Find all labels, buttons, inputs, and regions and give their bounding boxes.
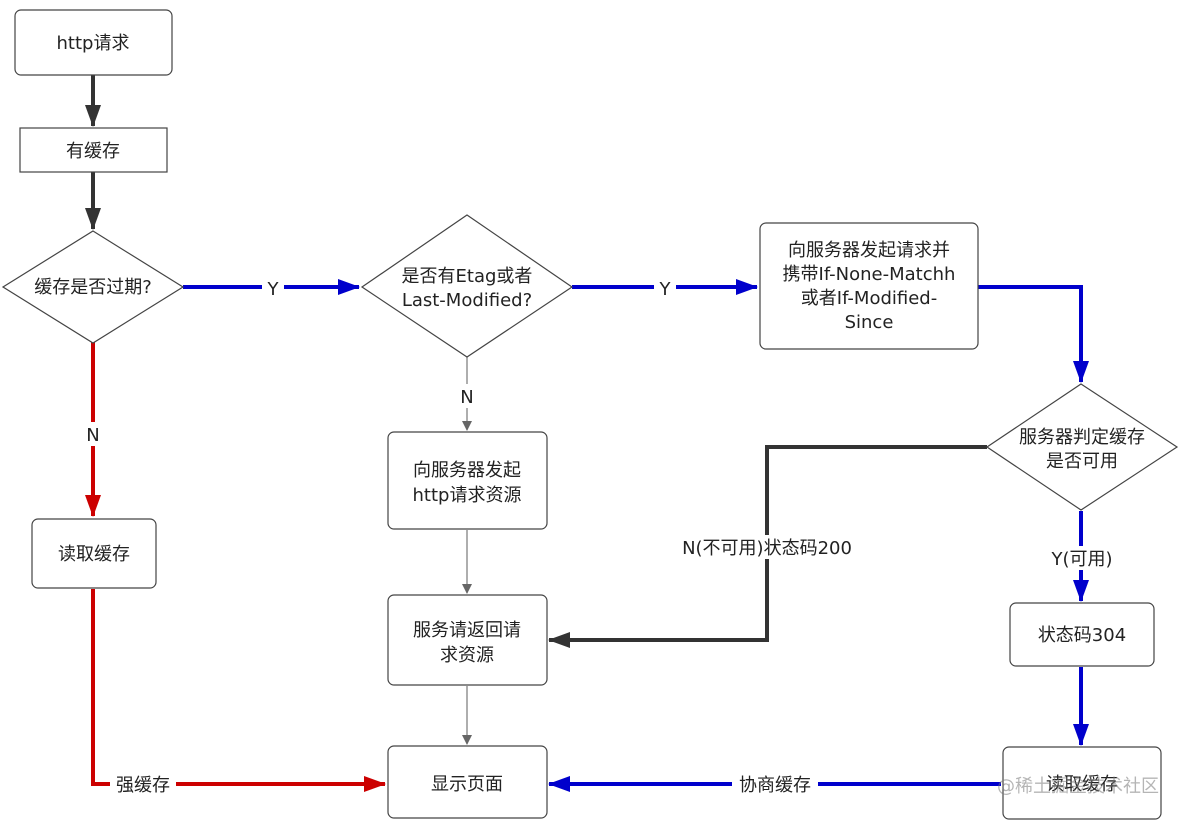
- label-expired-no: N: [86, 425, 99, 446]
- node-http-request-label: http请求: [57, 33, 130, 54]
- node-server-return-line2: 求资源: [440, 645, 494, 666]
- edge-headers-to-judge: [978, 285, 1089, 383]
- label-negotiated-cache: 协商缓存: [739, 775, 811, 796]
- label-etag-yes: Y: [659, 279, 672, 300]
- node-request-resource-line1: 向服务器发起: [413, 460, 521, 481]
- label-etag-no: N: [460, 387, 473, 408]
- node-has-etag-line2: Last-Modified?: [402, 290, 532, 311]
- node-request-with-headers-line1: 向服务器发起请求并: [788, 240, 950, 261]
- node-http-request: http请求: [14, 9, 173, 76]
- node-read-cache-right-label: 读取缓存: [1046, 774, 1118, 795]
- node-server-judge-line2: 是否可用: [1046, 451, 1118, 472]
- label-strong-cache: 强缓存: [116, 775, 170, 796]
- node-server-return-line1: 服务请返回请: [413, 620, 521, 641]
- nodes: http请求 有缓存 缓存是否过期? 是否有Etag或者 Last-Modifi…: [1, 9, 1179, 820]
- node-request-with-headers-line3: 或者If-Modified-: [801, 288, 937, 309]
- node-cache-expired: 缓存是否过期?: [1, 230, 185, 344]
- node-request-with-headers-line4: Since: [845, 312, 894, 333]
- node-read-cache-right: 读取缓存: [1002, 746, 1162, 820]
- node-server-return: 服务请返回请 求资源: [387, 594, 548, 686]
- node-server-judge: 服务器判定缓存 是否可用: [985, 383, 1179, 511]
- edges: [85, 75, 1089, 792]
- node-has-cache: 有缓存: [19, 127, 168, 173]
- node-read-cache-left: 读取缓存: [31, 518, 157, 589]
- node-status-304: 状态码304: [1009, 602, 1155, 667]
- node-request-with-headers: 向服务器发起请求并 携带If-None-Matchh 或者If-Modified…: [759, 222, 979, 350]
- node-server-judge-line1: 服务器判定缓存: [1019, 427, 1145, 448]
- node-has-cache-label: 有缓存: [66, 141, 120, 162]
- label-expired-yes: Y: [267, 279, 280, 300]
- edge-labels: Y Y N N N(不可用)状态码200 Y(可用) 强缓存 协商缓存: [82, 276, 1120, 796]
- node-request-with-headers-line2: 携带If-None-Matchh: [783, 264, 956, 285]
- node-has-etag: 是否有Etag或者 Last-Modified?: [360, 214, 574, 358]
- label-usable: Y(可用): [1050, 549, 1112, 570]
- node-has-etag-line1: 是否有Etag或者: [402, 266, 533, 287]
- node-cache-expired-label: 缓存是否过期?: [34, 277, 152, 298]
- node-status-304-label: 状态码304: [1038, 625, 1126, 646]
- edge-strong-cache: [91, 589, 386, 792]
- node-display-page-label: 显示页面: [431, 774, 503, 795]
- node-read-cache-left-label: 读取缓存: [58, 544, 130, 565]
- label-not-usable: N(不可用)状态码200: [682, 538, 852, 559]
- node-request-resource-line2: http请求资源: [413, 485, 522, 506]
- node-request-resource: 向服务器发起 http请求资源: [387, 431, 548, 530]
- node-display-page: 显示页面: [387, 745, 548, 819]
